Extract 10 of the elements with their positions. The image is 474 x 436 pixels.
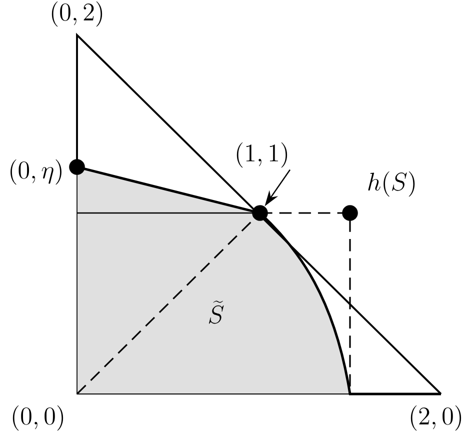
point-marker <box>342 205 358 221</box>
point-label: $(2,0)$ <box>410 405 462 431</box>
point-marker <box>252 205 268 221</box>
point-label: $(0,0)$ <box>12 405 64 431</box>
point-label: $(1,1)$ <box>236 142 288 168</box>
point-label: $\widetilde{S}$ <box>208 300 224 324</box>
point-label: $(0,2)$ <box>52 1 102 27</box>
point-label: $h(S)$ <box>368 171 415 197</box>
point-label: $(0,\eta)$ <box>10 159 62 185</box>
point-marker <box>69 159 85 175</box>
